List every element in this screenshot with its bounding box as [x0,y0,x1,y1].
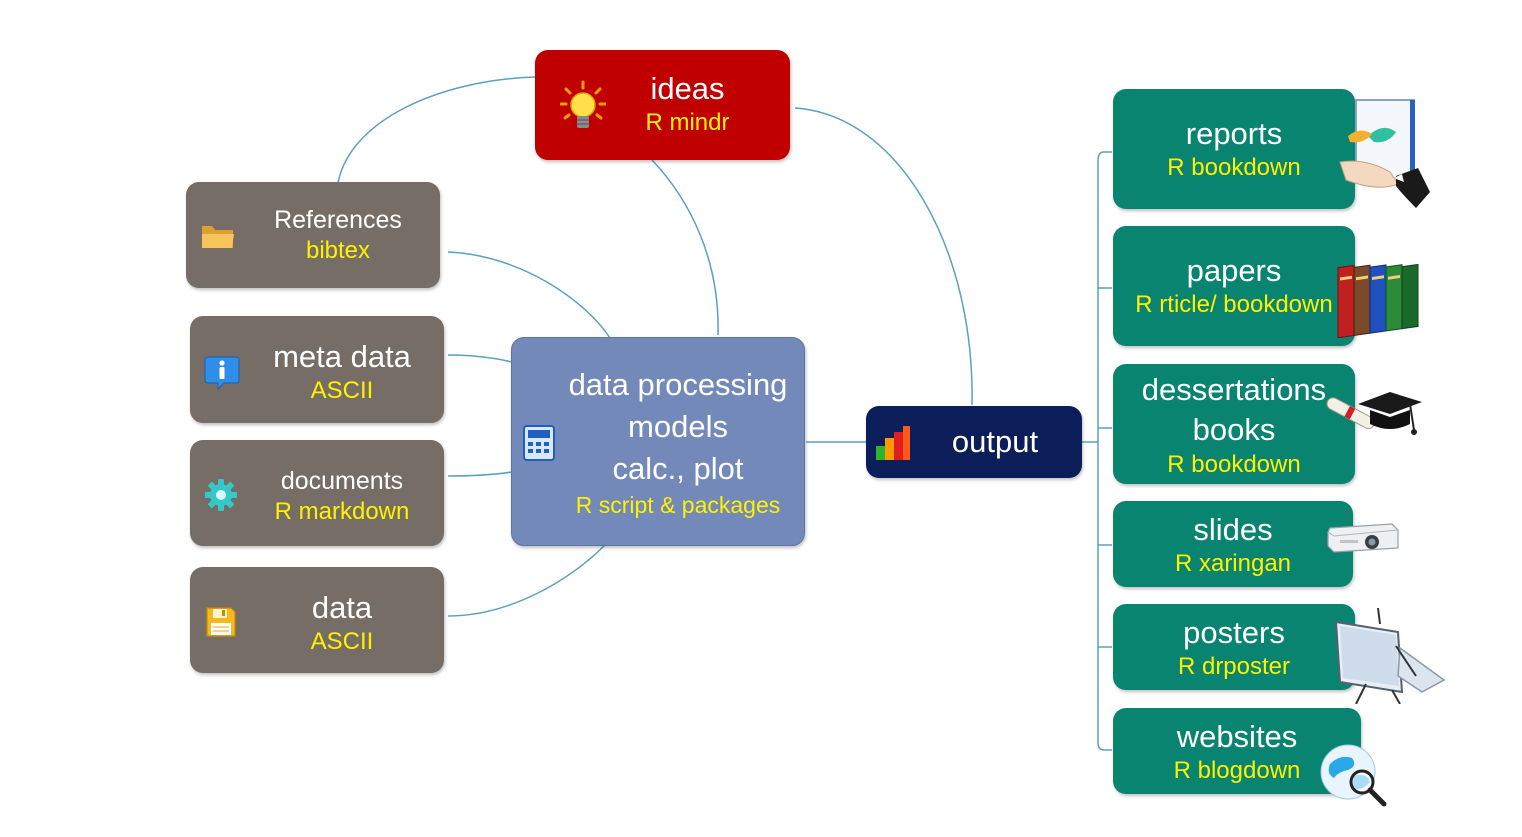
center-subtitle: R script & packages [575,492,781,518]
folder-icon [200,222,236,255]
slides-subtitle: R xaringan [1174,550,1292,577]
connector-metadata-center [447,354,513,363]
posters-node[interactable]: posters R drposter [1113,604,1355,690]
connector-documents-center [447,471,513,477]
dissertations-title-2: books [1192,412,1276,447]
floppy-disk-icon [204,605,238,644]
data-subtitle: ASCII [310,628,374,655]
globe-search-icon [1318,742,1390,815]
bar-chart-icon [874,422,912,467]
connector-references-center [447,251,611,339]
ideas-subtitle: R mindr [645,109,730,136]
connector-right-bracket [1097,151,1112,751]
connector-ideas-output [794,107,973,406]
data-processing-node[interactable]: data processing models calc., plot R scr… [511,337,805,546]
posters-subtitle: R drposter [1177,653,1291,680]
report-hand-icon [1338,96,1433,216]
dissertations-title: dessertations [1141,372,1327,407]
output-node[interactable]: output [866,406,1082,478]
graduation-cap-icon [1318,384,1426,455]
lightbulb-icon [559,80,607,141]
connector-ideas-center [651,159,719,336]
references-subtitle: bibtex [305,237,371,264]
center-line-2: models [628,409,728,444]
slides-title: slides [1193,512,1273,547]
gear-icon [204,478,238,517]
papers-title: papers [1186,253,1282,288]
dissertations-subtitle: R bookdown [1167,451,1301,478]
references-title: References [274,206,402,234]
info-icon [204,354,240,395]
websites-subtitle: R blogdown [1173,757,1301,784]
meta-data-title: meta data [273,339,411,374]
data-node[interactable]: data ASCII [190,567,444,673]
calculator-icon [522,424,556,467]
dissertations-node[interactable]: dessertations books R bookdown [1113,364,1355,484]
center-line-1: data processing [568,367,788,402]
meta-data-subtitle: ASCII [310,377,374,404]
posters-title: posters [1183,615,1285,650]
slides-node[interactable]: slides R xaringan [1113,501,1353,587]
connector-data-center [447,544,606,617]
projector-icon [1326,518,1402,563]
connector-ideas-references [337,76,536,184]
output-title: output [951,424,1039,459]
center-line-3: calc., plot [612,451,744,486]
references-node[interactable]: References bibtex [186,182,440,288]
documents-node[interactable]: documents R markdown [190,440,444,546]
papers-node[interactable]: papers R rticle/ bookdown [1113,226,1355,346]
books-icon [1336,252,1424,343]
reports-node[interactable]: reports R bookdown [1113,89,1355,209]
ideas-node[interactable]: ideas R mindr [535,50,790,160]
ideas-title: ideas [650,71,725,106]
documents-title: documents [280,467,404,495]
documents-subtitle: R markdown [274,498,410,525]
websites-node[interactable]: websites R blogdown [1113,708,1361,794]
reports-title: reports [1185,116,1283,151]
papers-subtitle: R rticle/ bookdown [1135,291,1333,318]
websites-title: websites [1176,719,1298,754]
meta-data-node[interactable]: meta data ASCII [190,316,444,423]
reports-subtitle: R bookdown [1167,154,1301,181]
data-title: data [311,590,373,625]
poster-easel-icon [1326,606,1448,709]
